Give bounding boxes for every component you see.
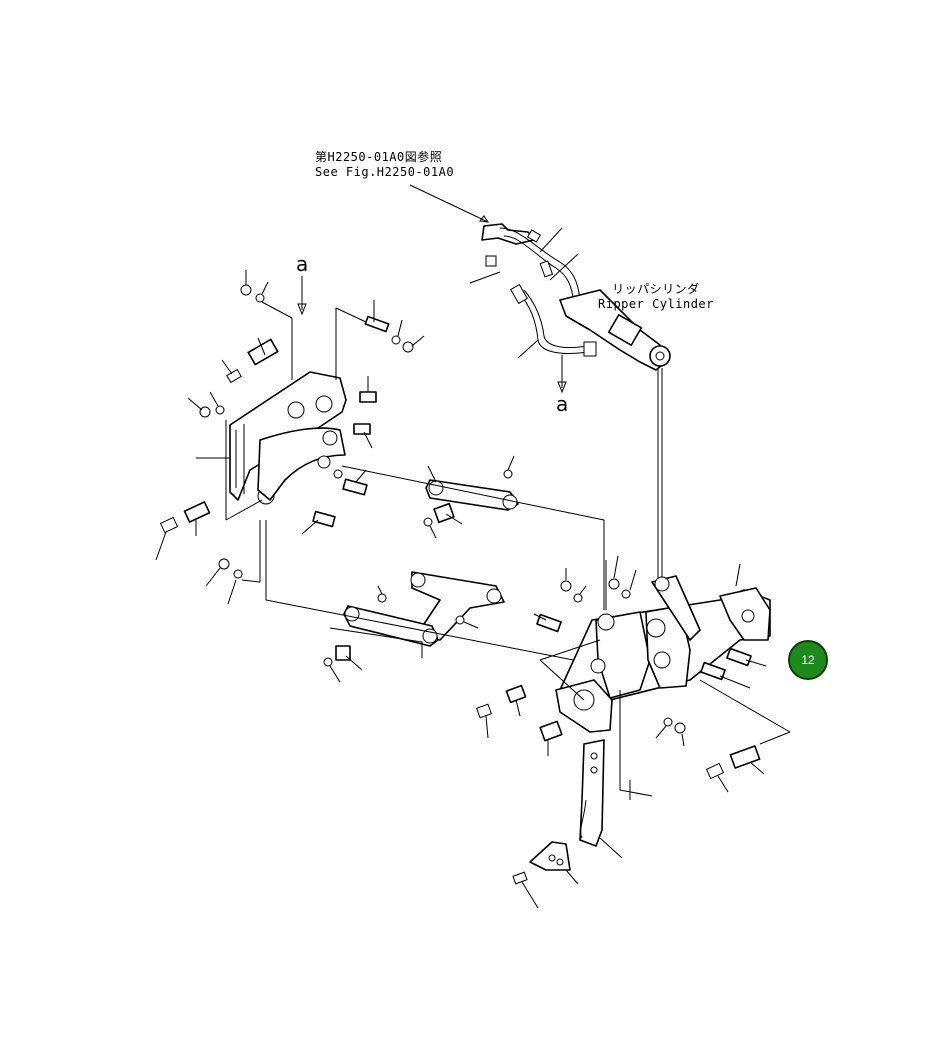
reference-note-en: See Fig.H2250-01A0 <box>315 165 455 179</box>
ripper-shank <box>512 739 623 909</box>
view-marker-a-top: a <box>296 252 309 276</box>
beam-assembly <box>476 555 791 800</box>
hydraulic-hose-assembly <box>409 184 597 394</box>
upper-link <box>341 455 605 610</box>
lower-link <box>265 520 595 683</box>
ripper-cylinder-label: リッパシリンダ Ripper Cylinder <box>598 282 714 312</box>
ripper-cylinder-label-en: Ripper Cylinder <box>598 297 714 311</box>
view-marker-a-bottom: a <box>556 392 569 416</box>
ripper-cylinder <box>559 289 671 580</box>
reference-note-jp: 第H2250-01A0図参照 <box>315 150 443 164</box>
mounting-bracket <box>196 371 347 521</box>
reference-note: 第H2250-01A0図参照 See Fig.H2250-01A0 <box>315 150 454 180</box>
ripper-cylinder-label-jp: リッパシリンダ <box>612 282 700 296</box>
part-callout-badge[interactable]: 12 <box>788 640 828 680</box>
bracket-hardware <box>155 270 425 605</box>
